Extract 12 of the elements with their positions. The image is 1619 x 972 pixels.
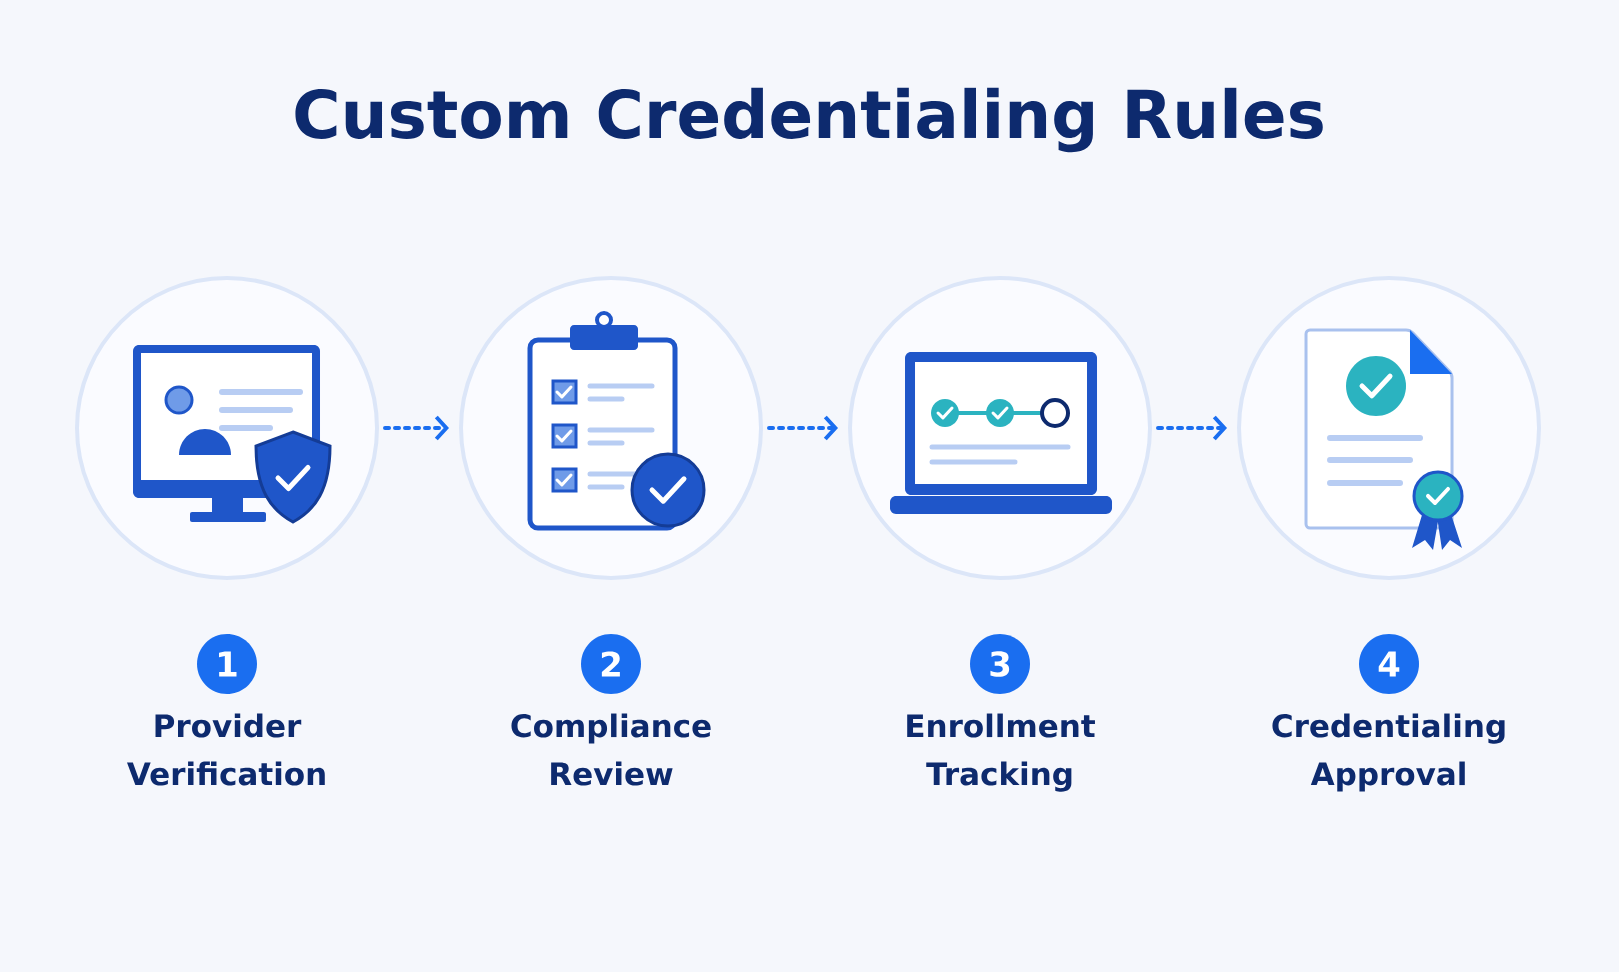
arrow	[1156, 415, 1227, 441]
arrow	[767, 415, 838, 441]
number-badge: 1	[197, 634, 257, 694]
arrow	[383, 415, 449, 441]
number-badge: 2	[581, 634, 641, 694]
step-label: Enrollment Tracking	[907, 713, 1095, 792]
number-badge: 3	[970, 634, 1030, 694]
title: Custom Credentialing Rules	[295, 87, 1323, 153]
step-label: Compliance Review	[511, 713, 711, 786]
step-label: Provider Verification	[127, 713, 325, 786]
step-label: Credentialing Approval	[1272, 713, 1505, 792]
number-badge: 4	[1359, 634, 1419, 694]
